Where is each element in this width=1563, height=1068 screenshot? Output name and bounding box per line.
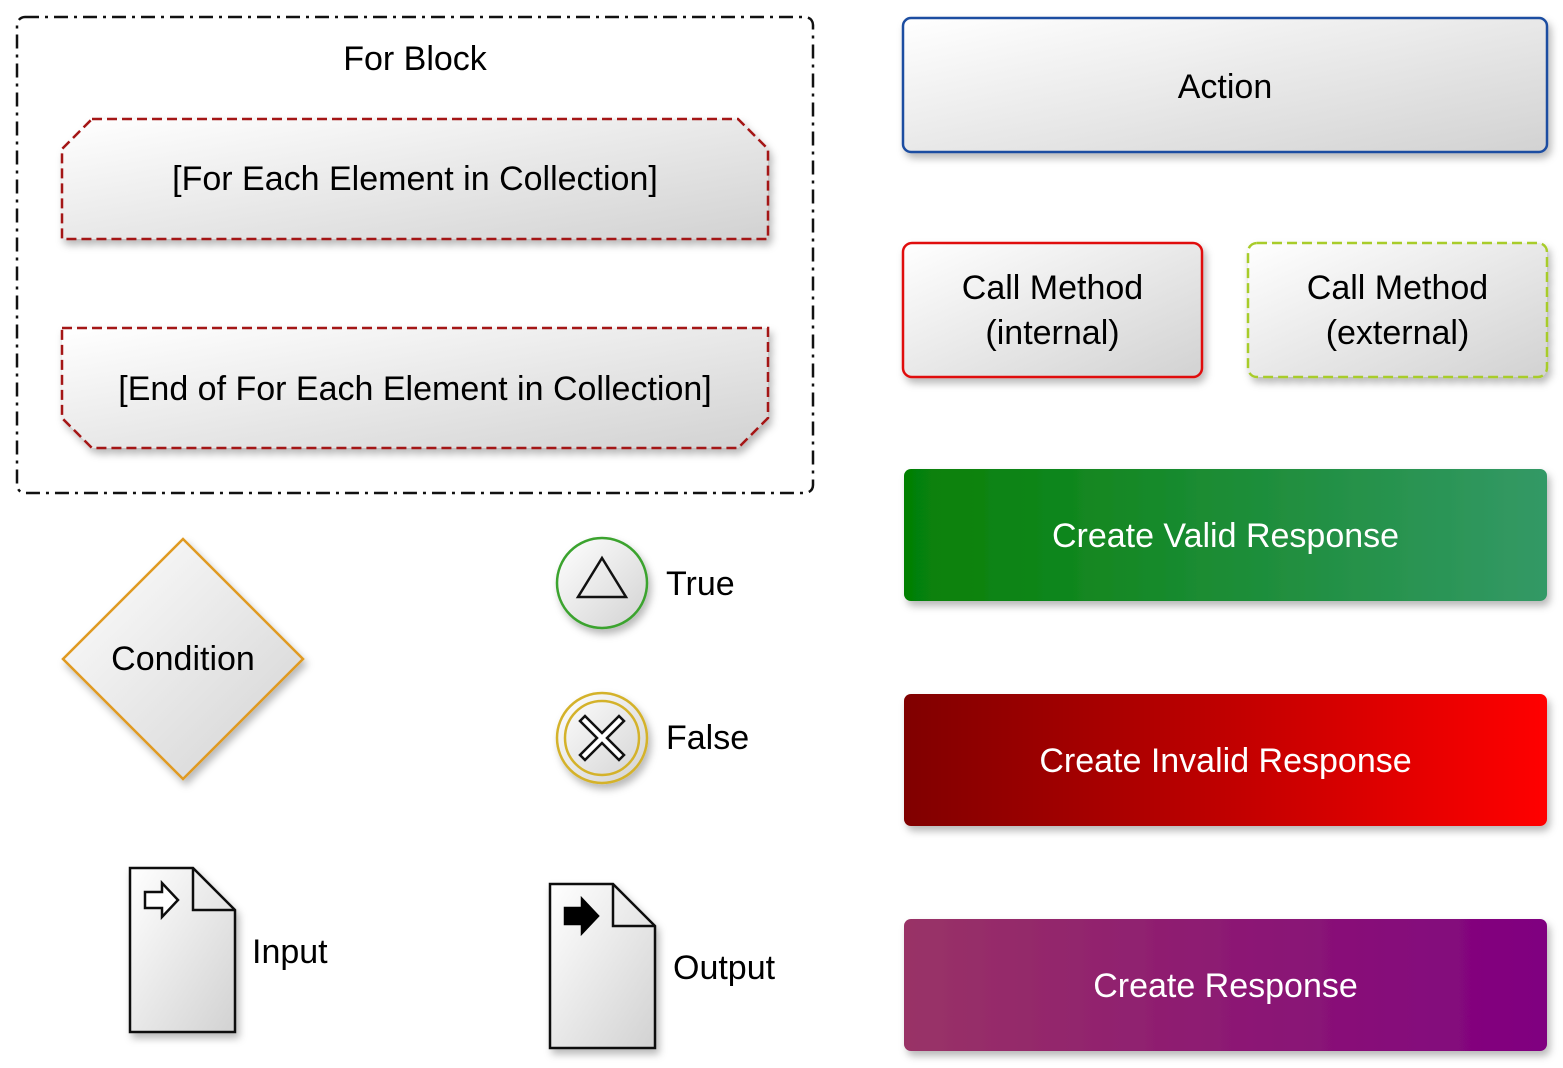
hollow-arrow-icon (143, 879, 180, 921)
input-document-icon (128, 866, 237, 1034)
invalid-response-label: Create Invalid Response (1039, 742, 1412, 780)
for-each-end-label: [End of For Each Element in Collection] (118, 370, 712, 408)
call-internal-line2: (internal) (985, 314, 1120, 352)
call-external-shape (1246, 241, 1549, 379)
for-each-start-shape (60, 117, 770, 241)
valid-response-shape (904, 469, 1547, 601)
call-internal-shape (901, 241, 1204, 379)
condition-diamond (61, 537, 305, 781)
call-external-line2: (external) (1325, 314, 1470, 352)
triangle-icon (575, 555, 629, 599)
call-internal-line1: Call Method (961, 269, 1144, 307)
create-response-shape (904, 919, 1547, 1051)
valid-response-label: Create Valid Response (1051, 517, 1400, 555)
filled-arrow-icon (563, 895, 600, 937)
action-shape (901, 16, 1549, 154)
create-response-label: Create Response (1093, 967, 1358, 1005)
action-label: Action (1177, 68, 1273, 106)
for-block-title: For Block (343, 40, 487, 78)
condition-label: Condition (111, 640, 255, 678)
true-event-icon (555, 536, 649, 630)
output-document-icon (548, 882, 657, 1050)
invalid-response-shape (904, 694, 1547, 826)
for-each-start-label: [For Each Element in Collection] (172, 160, 658, 198)
call-external-label: Call Method (external) (1248, 266, 1547, 356)
input-label: Input (252, 933, 328, 971)
output-label: Output (673, 949, 776, 987)
true-label: True (666, 565, 735, 603)
x-cross-icon (578, 714, 626, 762)
for-block-container (15, 15, 815, 495)
call-external-line1: Call Method (1306, 269, 1489, 307)
for-each-end-shape (60, 326, 770, 450)
false-event-icon (555, 691, 649, 785)
false-label: False (666, 719, 750, 757)
call-internal-label: Call Method (internal) (903, 266, 1202, 356)
